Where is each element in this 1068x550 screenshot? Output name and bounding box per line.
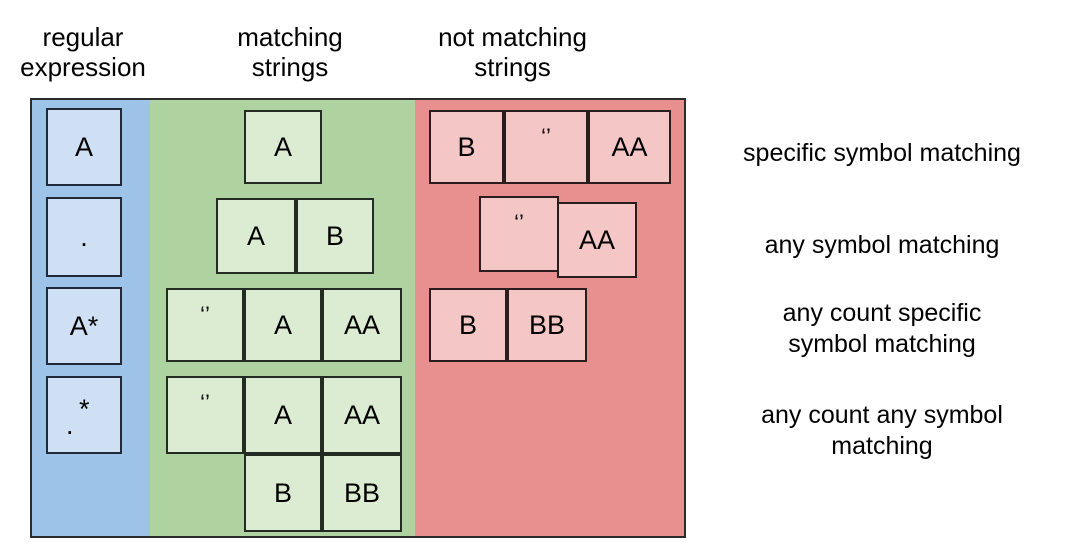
- not-matching-cell-row-1-item-1: B: [429, 110, 504, 184]
- string-text: A: [273, 309, 292, 340]
- matching-cell-row-4-item-4: B: [244, 454, 322, 532]
- regex-cell-row-2: .: [46, 197, 122, 277]
- regex-cell-row-1: A: [46, 108, 122, 186]
- matching-cell-row-3-item-3: AA: [322, 288, 402, 362]
- regex-cell-row-4: . *: [46, 376, 122, 454]
- string-text: BB: [528, 309, 566, 340]
- matching-cell-row-3-item-2: A: [244, 288, 322, 362]
- empty-string-glyph: ‘’: [200, 302, 210, 327]
- not-matching-cell-row-2-item-2: AA: [557, 202, 637, 278]
- not-matching-cell-row-1-item-2: ‘’: [504, 110, 588, 184]
- not-matching-cell-row-3-item-2: BB: [507, 288, 587, 362]
- annotation-row-3: any count specific symbol matching: [782, 299, 982, 358]
- not-matching-cell-row-2-item-1: ‘’: [479, 196, 559, 272]
- regex-text: . *: [66, 394, 102, 439]
- not-matching-cell-row-3-item-1: B: [429, 288, 507, 362]
- string-text: AA: [578, 224, 616, 255]
- regex-text: .: [80, 221, 88, 252]
- regex-dot-glyph: .: [66, 410, 74, 440]
- column-header-regular-expression: regular expression: [20, 22, 146, 82]
- matching-cell-row-1-item-1: A: [244, 110, 322, 184]
- matching-cell-row-4-item-5: BB: [322, 454, 402, 532]
- matching-cell-row-4-item-3: AA: [322, 376, 402, 454]
- string-text: B: [325, 220, 344, 251]
- string-text: AA: [343, 399, 381, 430]
- matching-cell-row-3-item-1: ‘’: [166, 288, 244, 362]
- empty-string-glyph: ‘’: [200, 390, 210, 415]
- matching-cell-row-2-item-1: A: [216, 198, 296, 274]
- matching-cell-row-4-item-2: A: [244, 376, 322, 454]
- annotation-row-1: specific symbol matching: [743, 139, 1021, 167]
- string-text: A: [273, 399, 292, 430]
- string-text: A: [273, 131, 292, 162]
- string-text: A: [246, 220, 265, 251]
- string-text: AA: [611, 131, 648, 162]
- regex-cell-row-3: A*: [46, 287, 122, 365]
- regex-asterisk-glyph: *: [79, 394, 90, 424]
- matching-cell-row-2-item-2: B: [296, 198, 374, 274]
- regex-text: A: [74, 131, 93, 162]
- not-matching-cell-row-1-item-3: AA: [588, 110, 671, 184]
- annotation-row-4: any count any symbol matching: [761, 401, 1003, 460]
- string-text: AA: [343, 309, 381, 340]
- string-text: B: [273, 477, 292, 508]
- regex-text: A*: [69, 310, 99, 341]
- matching-cell-row-4-item-1: ‘’: [166, 376, 244, 454]
- string-text: B: [457, 131, 476, 162]
- string-text: B: [458, 309, 477, 340]
- column-header-not-matching-strings: not matching strings: [438, 22, 587, 82]
- empty-string-glyph: ‘’: [541, 124, 551, 149]
- annotation-row-2: any symbol matching: [764, 231, 1000, 259]
- empty-string-glyph: ‘’: [514, 210, 524, 235]
- column-header-matching-strings: matching strings: [237, 22, 343, 82]
- string-text: BB: [343, 477, 381, 508]
